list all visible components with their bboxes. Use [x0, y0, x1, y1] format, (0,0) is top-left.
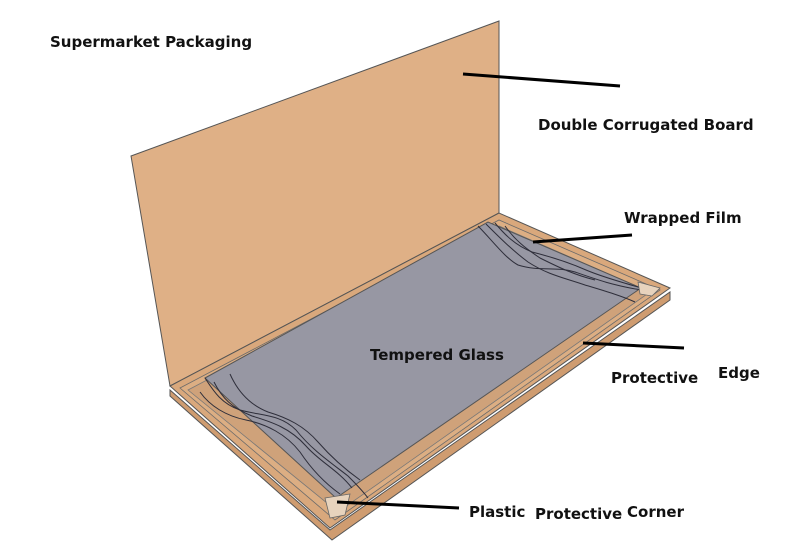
label-wrapped-film: Wrapped Film	[624, 209, 742, 227]
diagram-title: Supermarket Packaging	[50, 33, 253, 51]
plastic-corner-right	[637, 281, 661, 297]
label-double-corrugated-board: Double Corrugated Board	[538, 116, 754, 134]
plastic-corner-bottom	[324, 493, 351, 519]
film-leader-line	[532, 233, 633, 244]
label-plastic: Plastic	[469, 503, 526, 521]
label-edge: Edge	[718, 364, 760, 382]
tray-front-wall	[169, 291, 671, 541]
board-leader-line	[462, 72, 621, 88]
label-corner: Corner	[627, 503, 684, 521]
edge-leader-line	[582, 341, 685, 350]
wrapped-film-top	[477, 222, 642, 303]
label-tempered-glass: Tempered Glass	[370, 346, 504, 364]
wrapped-film-bottom	[199, 373, 369, 499]
corner-leader-line	[336, 500, 460, 510]
label-protective: Protective	[611, 369, 699, 387]
label-corner-protective: Protective	[535, 505, 623, 523]
